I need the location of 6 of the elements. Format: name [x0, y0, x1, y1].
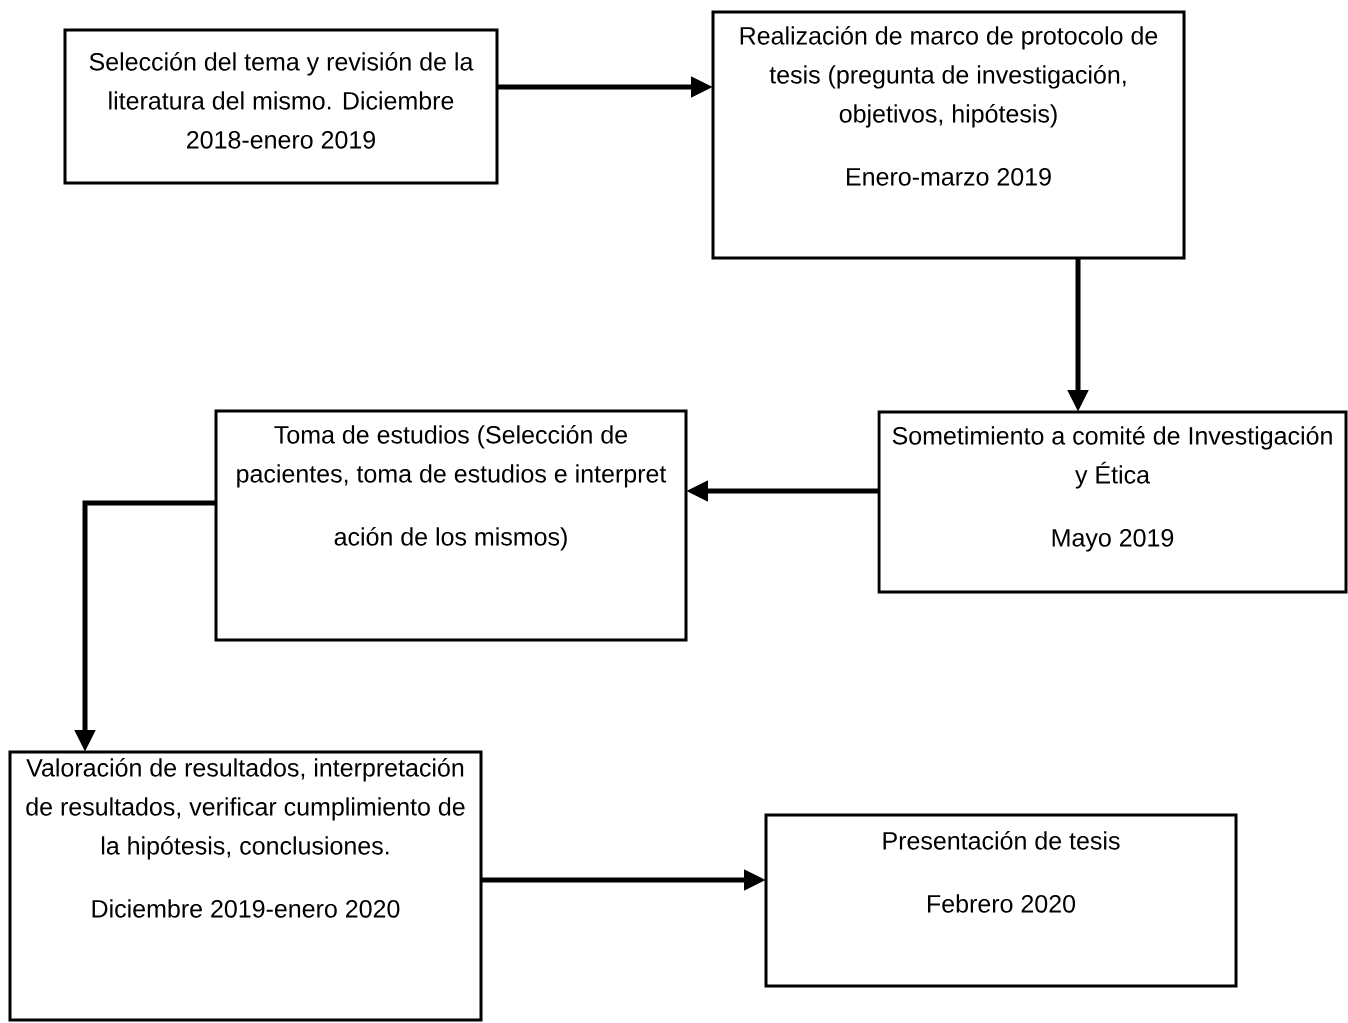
process-box: Selección del tema y revisión de la literatura del mismo. Diciembre 2018-enero 2019	[63, 28, 499, 185]
process-box: Sometimiento a comité de Investigación y Ética Mayo 2019	[877, 410, 1348, 594]
process-box: Presentación de tesis Febrero 2020	[764, 813, 1238, 988]
process-box: Realización de marco de protocolo de tesis (pregunta de investigación, objetivos, hipótesis) Enero-marzo 2019	[711, 10, 1186, 260]
process-box: Toma de estudios (Selección de pacientes, toma de estudios e interpret ación de los mismos)	[214, 409, 688, 642]
process-box: Valoración de resultados, interpretación de resultados, verificar cumplimiento de la hipótesis, conclusiones. Diciembre 2019-enero 2020	[8, 750, 483, 1022]
